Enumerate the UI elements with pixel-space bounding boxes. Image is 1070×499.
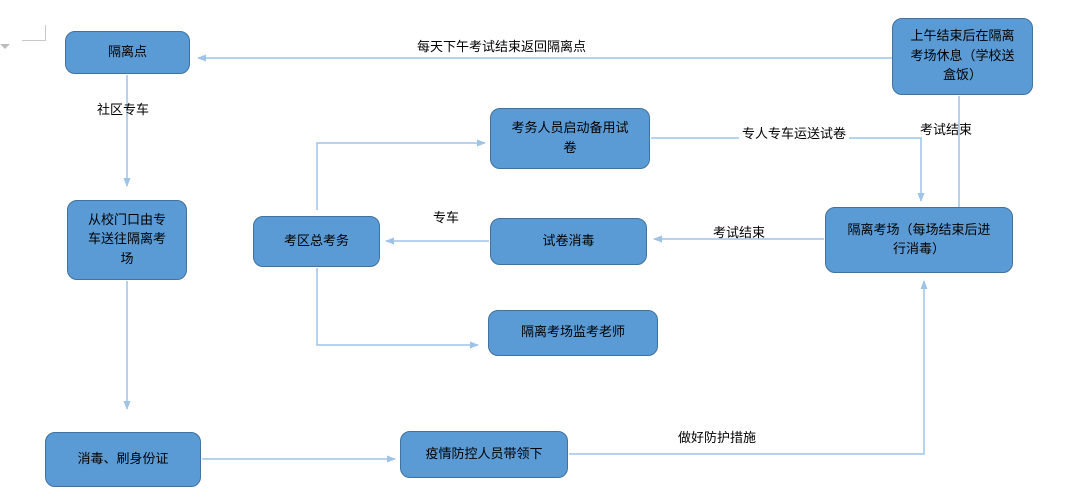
- node-disinfect-id-check[interactable]: 消毒、刷身份证: [45, 432, 201, 487]
- node-backup-papers-label: 考务人员启动备用试卷: [511, 121, 629, 156]
- edge-label-return-to-isolation[interactable]: 每天下午考试结束返回隔离点: [417, 40, 587, 55]
- edge-epi-to-qroom: [569, 280, 928, 455]
- edge-chief-to-backup: [316, 139, 486, 210]
- edge-label-exam-end-each-session[interactable]: 考试结束: [713, 226, 766, 241]
- edge-label-protective-measures[interactable]: 做好防护措施: [678, 431, 757, 446]
- node-backup-papers[interactable]: 考务人员启动备用试卷: [490, 108, 650, 169]
- edge-label-community-car[interactable]: 社区专车: [97, 103, 150, 118]
- edge-chief-to-invigilators: [316, 268, 479, 349]
- ruler-marker-icon: [0, 44, 10, 49]
- node-quarantine-exam-room-label: 隔离考场（每场结束后进行消毒）: [847, 222, 991, 258]
- edge-label-dedicated-car-papers[interactable]: 专人专车运送试卷: [739, 127, 850, 142]
- edge-label-exam-end-after-morning[interactable]: 考试结束: [920, 123, 973, 138]
- node-rest-room-label: 上午结束后在隔离考场休息（学校送盒饭）: [910, 29, 1015, 84]
- node-isolation-point[interactable]: 隔离点: [65, 31, 190, 74]
- node-chief-exam-office[interactable]: 考区总考务: [253, 216, 380, 267]
- node-chief-exam-office-label: 考区总考务: [283, 233, 349, 249]
- node-quarantine-exam-room[interactable]: 隔离考场（每场结束后进行消毒）: [825, 207, 1013, 273]
- node-disinfect-id-check-label: 消毒、刷身份证: [77, 451, 169, 467]
- node-transfer-to-venue[interactable]: 从校门口由专车送往隔离考场: [67, 200, 187, 280]
- edge-backup-to-qroom: [651, 137, 925, 202]
- node-paper-disinfection-label: 试卷消毒: [542, 233, 595, 249]
- edge-label-dedicated-car[interactable]: 专车: [433, 211, 460, 226]
- node-epidemic-staff[interactable]: 疫情防控人员带领下: [400, 431, 568, 478]
- node-transfer-to-venue-label: 从校门口由专车送往隔离考场: [87, 212, 166, 267]
- page-crop-mark: [22, 25, 46, 41]
- node-rest-room[interactable]: 上午结束后在隔离考场休息（学校送盒饭）: [892, 18, 1033, 95]
- node-epidemic-staff-label: 疫情防控人员带领下: [425, 446, 543, 462]
- node-paper-disinfection[interactable]: 试卷消毒: [490, 218, 647, 265]
- node-invigilators[interactable]: 隔离考场监考老师: [488, 310, 658, 356]
- node-invigilators-label: 隔离考场监考老师: [520, 325, 625, 341]
- node-isolation-point-label: 隔离点: [107, 44, 147, 60]
